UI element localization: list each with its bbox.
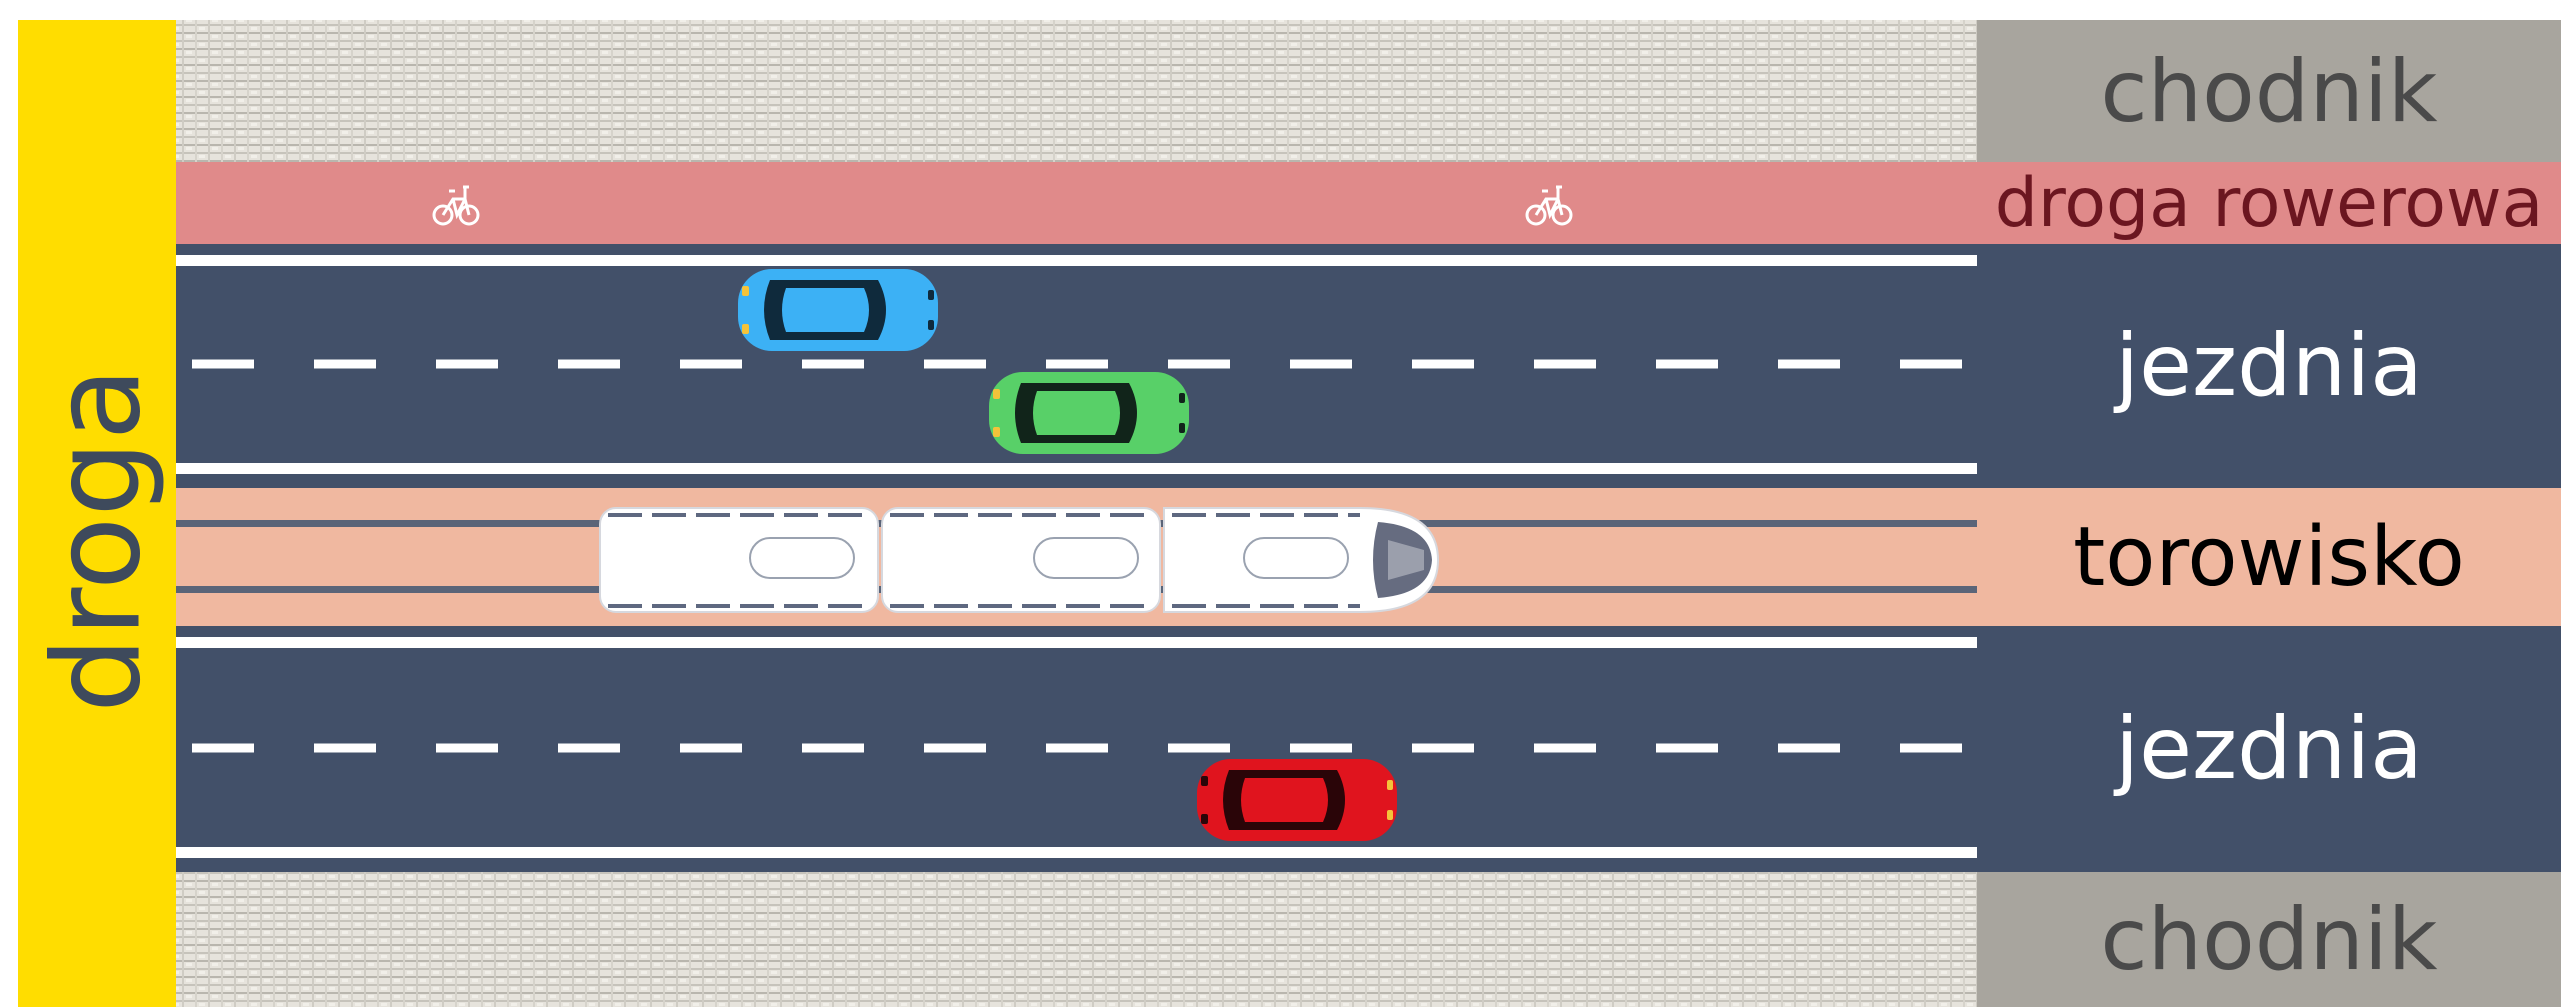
bike-path xyxy=(176,162,2561,244)
tram-car xyxy=(599,507,879,613)
tram-head xyxy=(1162,507,1440,613)
tramway-label: torowisko xyxy=(2073,509,2465,605)
edge-line xyxy=(176,255,1977,266)
car-green xyxy=(989,372,1189,454)
car-red xyxy=(1197,759,1397,841)
sidewalk-bottom-label-bg xyxy=(1977,872,2561,1007)
sidewalk-top-paving xyxy=(176,20,1977,162)
sidewalk-bottom-label: chodnik xyxy=(2100,889,2438,990)
tram-car xyxy=(881,507,1161,613)
edge-line xyxy=(176,847,1977,858)
road-bar xyxy=(18,20,176,1007)
roadway-top-label: jezdnia xyxy=(2115,316,2423,416)
sidewalk-bottom-paving xyxy=(176,872,1977,1007)
road-label: droga xyxy=(28,367,167,713)
tram xyxy=(599,507,1440,613)
bicycle-icon xyxy=(1525,185,1573,226)
edge-line xyxy=(176,463,1977,474)
bicycle-icon xyxy=(432,185,480,226)
edge-line xyxy=(176,637,1977,648)
sidewalk-top-label: chodnik xyxy=(2100,42,2438,142)
sidewalk-top-label-bg xyxy=(1977,20,2561,162)
bike-path-label: droga rowerowa xyxy=(1994,163,2544,243)
car-blue xyxy=(738,269,938,351)
roadway-bottom-label: jezdnia xyxy=(2115,699,2423,799)
